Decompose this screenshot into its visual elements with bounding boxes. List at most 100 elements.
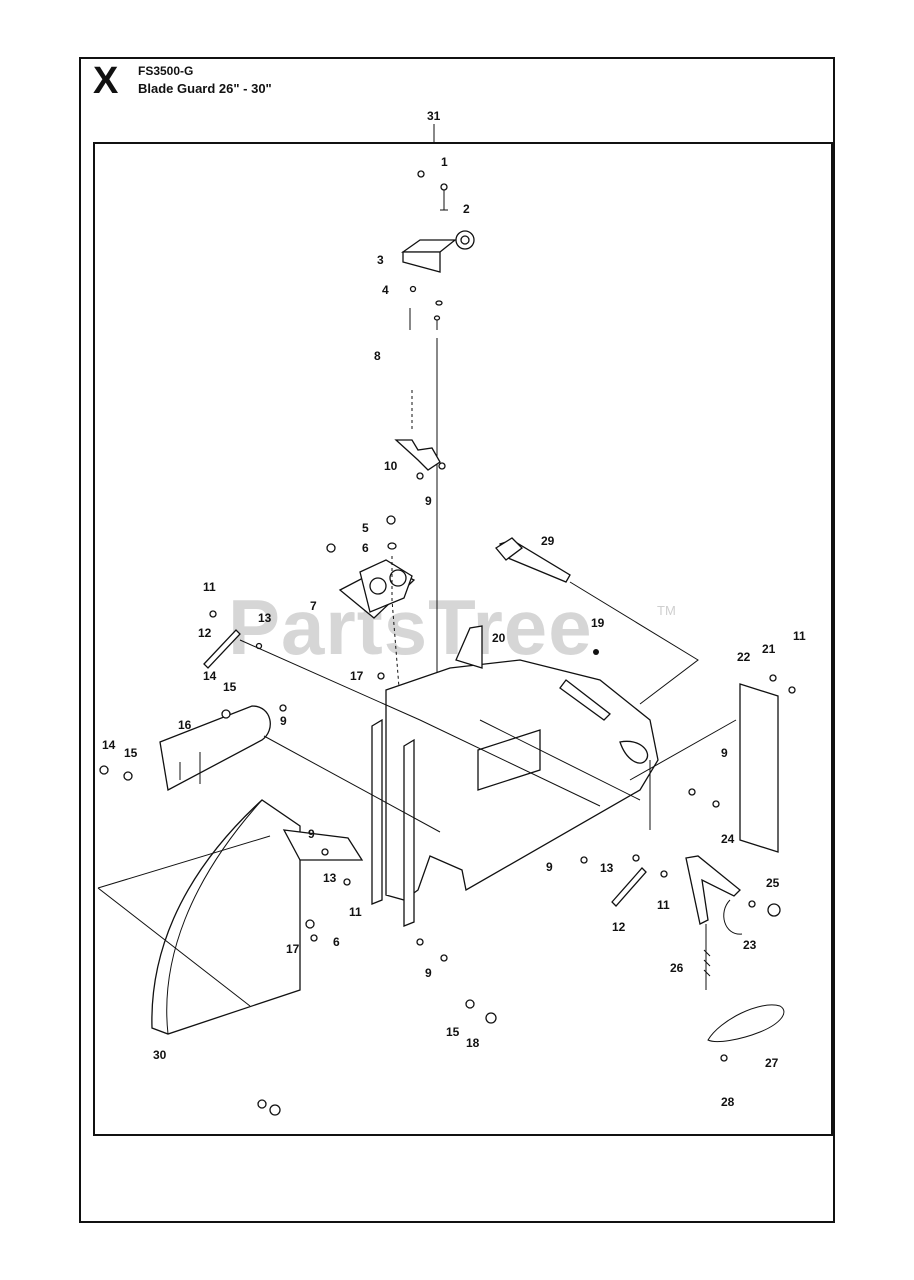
callout-27: 27 (765, 1056, 779, 1070)
washer (435, 300, 443, 306)
callout-13-lower-left: 13 (323, 871, 337, 885)
guide-rail-right (403, 738, 415, 927)
callout-29: 29 (541, 534, 555, 548)
callout-13-lower: 13 (600, 861, 614, 875)
part-9-nut-bottom (416, 938, 424, 946)
part-19-spring (559, 679, 611, 721)
inspection-plate (477, 729, 541, 791)
part-23-bracket (685, 855, 741, 925)
section-letter: X (93, 60, 119, 102)
page-frame (79, 57, 835, 1223)
hinge-bolt (326, 543, 336, 553)
part-15-washer-left (123, 771, 133, 781)
watermark: PartsTree (228, 583, 593, 671)
callout-15-bottom: 15 (446, 1025, 460, 1039)
callout-10: 10 (384, 459, 398, 473)
part-15-washer-bottom (465, 999, 475, 1009)
part-26-spring (703, 924, 711, 990)
part-10-bolt (438, 462, 446, 470)
callout-6-lower: 6 (333, 935, 340, 949)
callout-22: 22 (737, 650, 751, 664)
part-16-flap (159, 705, 271, 791)
part-9-nut-lower-left (321, 848, 329, 856)
diagram-frame (93, 142, 833, 1136)
part-25-knob (767, 903, 781, 917)
callout-11-lower: 11 (657, 898, 670, 912)
callout-31: 31 (427, 109, 441, 123)
callout-9-left: 9 (280, 714, 287, 728)
callout-3: 3 (377, 253, 384, 267)
callout-17-upper: 17 (350, 669, 364, 683)
part-29-bolt-head (495, 537, 523, 561)
callout-18: 18 (466, 1036, 480, 1050)
part-17-washer-lower (305, 919, 315, 929)
callout-1: 1 (441, 155, 448, 169)
callout-7: 7 (310, 599, 317, 613)
hinge-barrel (369, 577, 387, 595)
callout-12-upper: 12 (198, 626, 212, 640)
part-11-bolt-upper (209, 610, 217, 618)
callout-19: 19 (591, 616, 605, 630)
hinge-barrel-2 (389, 569, 407, 587)
callout-26: 26 (670, 961, 684, 975)
callout-25: 25 (766, 876, 780, 890)
callout-13-upper: 13 (258, 611, 272, 625)
callout-11-upper: 11 (203, 580, 216, 594)
part-22-washer (788, 686, 796, 694)
callout-12-lower: 12 (612, 920, 626, 934)
rod-washer (433, 315, 441, 321)
callout-9-mid: 9 (546, 860, 553, 874)
callout-14-left: 14 (102, 738, 116, 752)
flap-ribs (179, 752, 201, 784)
part-15-washer-upper (221, 709, 231, 719)
part-9-nut (416, 472, 424, 480)
part-18-nut-bottom (485, 1012, 497, 1024)
part-11-bolt-lower (660, 870, 668, 878)
callout-11-right: 11 (793, 629, 806, 643)
callout-5: 5 (362, 521, 369, 535)
part-6-washer (387, 542, 397, 550)
part-9-nut-right-2 (712, 800, 720, 808)
callout-9-lower-left: 9 (308, 827, 315, 841)
callout-17-lower: 17 (286, 942, 300, 956)
loose-washer (257, 1099, 267, 1109)
part-1-cap (440, 183, 448, 191)
callout-9-bottom: 9 (425, 966, 432, 980)
part-9-plate (282, 829, 364, 861)
part-17-washer-upper (377, 672, 385, 680)
callout-20: 20 (492, 631, 506, 645)
model-number: FS3500-G (138, 64, 194, 78)
callout-24: 24 (721, 832, 735, 846)
part-27-cable-loop (707, 1004, 785, 1043)
part-1-pin-head (417, 170, 425, 178)
part-28-fitting (720, 1054, 728, 1062)
callout-16: 16 (178, 718, 192, 732)
part-30-curved-guard (151, 799, 301, 1035)
part-3-bracket-top (400, 239, 457, 253)
part-4-nut (409, 285, 417, 293)
part-3-bracket (402, 251, 441, 273)
part-2-knob-center (460, 235, 470, 245)
callout-23: 23 (743, 938, 757, 952)
part-20-main-guard (385, 659, 659, 901)
part-20-tab (455, 625, 483, 669)
hinge-dashed-guide (391, 556, 401, 701)
callout-15-left: 15 (124, 746, 138, 760)
part-5-bolt-head (386, 515, 396, 525)
part-6-washer-lower (310, 934, 318, 942)
callout-21: 21 (762, 642, 776, 656)
part-13-nut-lower-left (343, 878, 351, 886)
callout-6-upper: 6 (362, 541, 369, 555)
part-1-pin (440, 188, 448, 211)
callout-28: 28 (721, 1095, 735, 1109)
diagram-title: Blade Guard 26" - 30" (138, 81, 272, 96)
callout-30: 30 (153, 1048, 167, 1062)
callout-8: 8 (374, 349, 381, 363)
callout-14-upper: 14 (203, 669, 217, 683)
part-10-bracket (394, 439, 441, 471)
callout-9-right: 9 (721, 746, 728, 760)
part-9-nut-mid (580, 856, 588, 864)
part-12-spring-upper (203, 629, 241, 669)
part-9-nut-upper (279, 704, 287, 712)
